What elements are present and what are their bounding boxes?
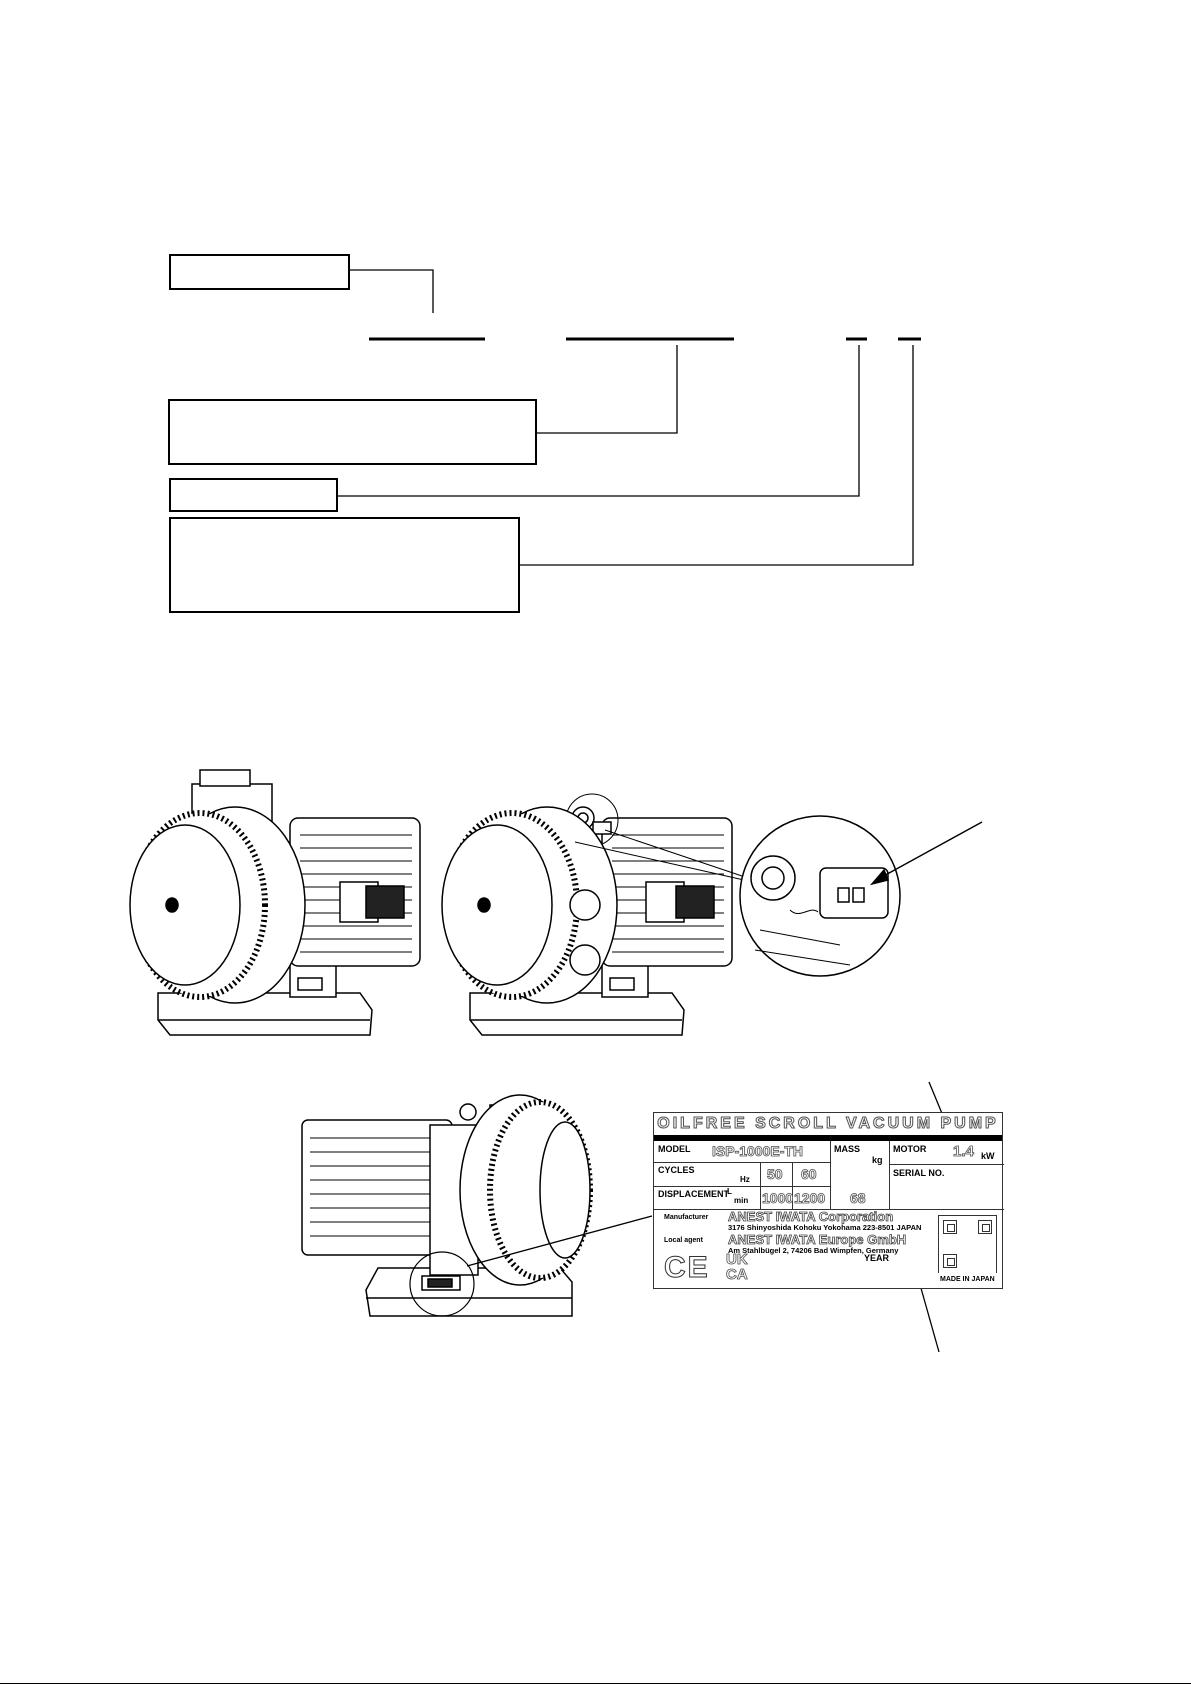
year-label: YEAR — [864, 1253, 890, 1263]
local-agent-address: Am Stahlbügel 2, 74206 Bad Wimpfen, Germ… — [728, 1246, 899, 1255]
np-grid — [830, 1141, 831, 1209]
leader-option — [337, 345, 860, 497]
cycles-label: CYCLES — [658, 1165, 695, 1175]
model-label: MODEL — [658, 1144, 691, 1154]
leader-series — [349, 269, 434, 313]
code-box-displacement — [168, 399, 537, 465]
manufacturer-name: ANEST IWATA Corporation — [728, 1209, 894, 1225]
displacement-unit-bottom: min — [734, 1196, 749, 1205]
motor-value: 1.4 — [953, 1143, 975, 1161]
manufacturer-label: Manufacturer — [664, 1214, 709, 1221]
qr-marker-bottom-left — [943, 1254, 957, 1268]
displacement-unit-top: L — [727, 1187, 732, 1196]
model-code-diagram — [168, 254, 921, 613]
made-in-label: MADE IN JAPAN — [940, 1276, 995, 1283]
page-bottom-rule — [0, 1683, 1191, 1684]
model-value: ISP-1000E-TH — [712, 1143, 804, 1160]
leader-displacement — [536, 345, 678, 434]
cycles-50: 50 — [767, 1166, 783, 1183]
pump-drawing-bottom — [301, 1094, 593, 1317]
displacement-60: 1200 — [794, 1190, 826, 1207]
mass-label: MASS — [834, 1144, 861, 1154]
np-grid — [938, 1215, 996, 1216]
mass-unit: kg — [872, 1155, 883, 1165]
qr-marker-top-right — [978, 1220, 992, 1234]
np-grid — [889, 1141, 890, 1209]
displacement-label: DISPLACEMENT — [658, 1189, 730, 1199]
np-grid — [654, 1162, 830, 1163]
pump-drawing-left — [129, 769, 421, 1036]
cycles-unit: Hz — [740, 1175, 750, 1184]
serial-label: SERIAL NO. — [893, 1168, 945, 1178]
motor-unit: kW — [981, 1151, 995, 1161]
np-grid — [654, 1209, 1004, 1210]
code-box-variant — [169, 517, 520, 613]
np-grid — [654, 1186, 830, 1187]
np-grid — [889, 1164, 1004, 1165]
motor-label: MOTOR — [893, 1144, 927, 1154]
local-agent-label: Local agent — [664, 1237, 703, 1244]
manufacturer-address: 3176 Shinyoshida Kohoku Yokohama 223-850… — [728, 1223, 922, 1232]
leader-variant — [519, 345, 914, 566]
detail-circle-inspection-seal — [739, 815, 983, 977]
nameplate: OILFREE SCROLL VACUUM PUMP MODEL ISP-100… — [653, 1112, 1004, 1289]
np-grid — [792, 1162, 793, 1209]
mass-value: 68 — [850, 1190, 866, 1207]
ukca-mark-bottom: CA — [726, 1266, 748, 1283]
ce-mark: CE — [664, 1251, 710, 1285]
qr-marker-top-left — [943, 1220, 957, 1234]
code-box-option — [169, 478, 338, 512]
pump-drawing-middle — [441, 793, 733, 1036]
np-grid — [938, 1215, 939, 1273]
code-box-series — [169, 254, 350, 290]
cycles-60: 60 — [801, 1166, 817, 1183]
displacement-50: 1000 — [762, 1190, 794, 1207]
detail-leader-lines — [574, 829, 745, 881]
local-agent-name: ANEST IWATA Europe GmbH — [728, 1232, 907, 1248]
np-grid — [760, 1162, 761, 1209]
ukca-mark-top: UK — [726, 1251, 748, 1268]
np-grid — [996, 1215, 997, 1273]
nameplate-title: OILFREE SCROLL VACUUM PUMP — [654, 1113, 1002, 1141]
